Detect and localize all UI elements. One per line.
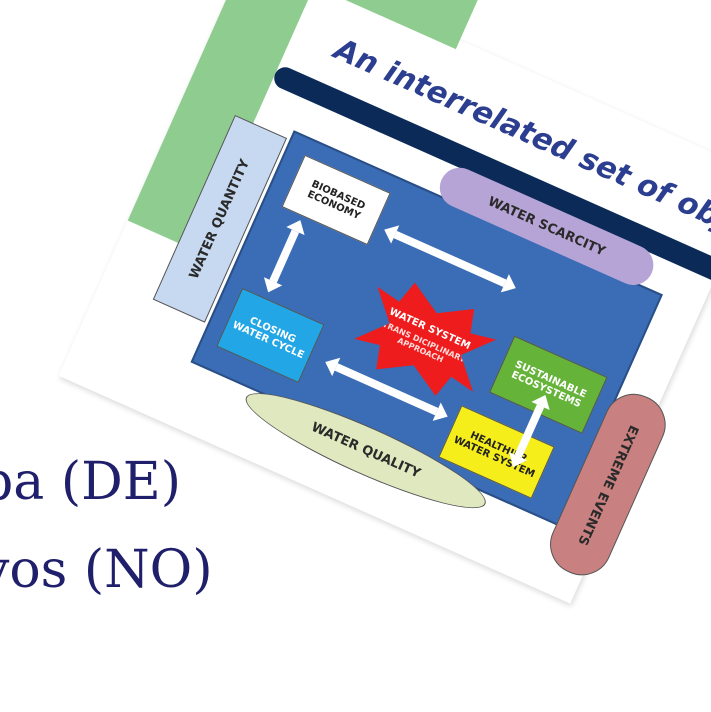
rotated-slide-image: An interrelated set of objectives WATER …	[58, 0, 711, 604]
background-text-line-2: vos (NO)	[0, 540, 213, 600]
background-text-line-1: pa (DE)	[0, 452, 182, 512]
